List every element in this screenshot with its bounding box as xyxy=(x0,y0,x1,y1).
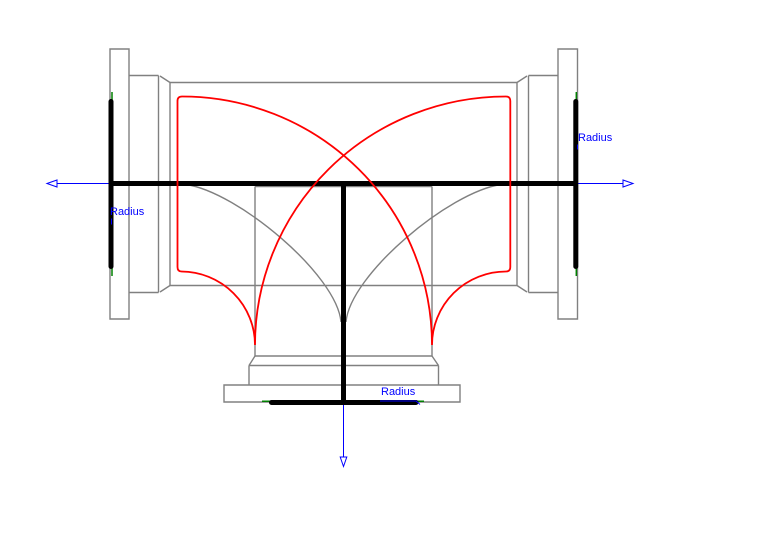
inner-saddle-curves xyxy=(185,183,502,323)
leader-bottom xyxy=(380,400,421,405)
fillet-path-right-to-left xyxy=(176,95,512,346)
axis-arrows xyxy=(45,179,635,469)
radius-label-bottom: Radius xyxy=(381,386,416,398)
inner-curve-left xyxy=(185,183,342,323)
inner-curve-right xyxy=(345,183,502,323)
arrow-left-icon xyxy=(45,179,58,188)
right-flange xyxy=(557,48,579,320)
label-leaders xyxy=(111,144,578,405)
fillet-curves xyxy=(176,95,512,346)
thick-marks xyxy=(108,99,579,405)
fillet-path-left-to-right xyxy=(176,95,512,346)
arrow-down-icon xyxy=(339,456,348,469)
bottom-flange xyxy=(223,384,461,403)
radius-label-left: Radius xyxy=(110,206,145,218)
radius-label-right: Radius xyxy=(578,132,613,144)
arrow-right-icon xyxy=(622,179,635,188)
centerline-axes xyxy=(47,183,633,465)
